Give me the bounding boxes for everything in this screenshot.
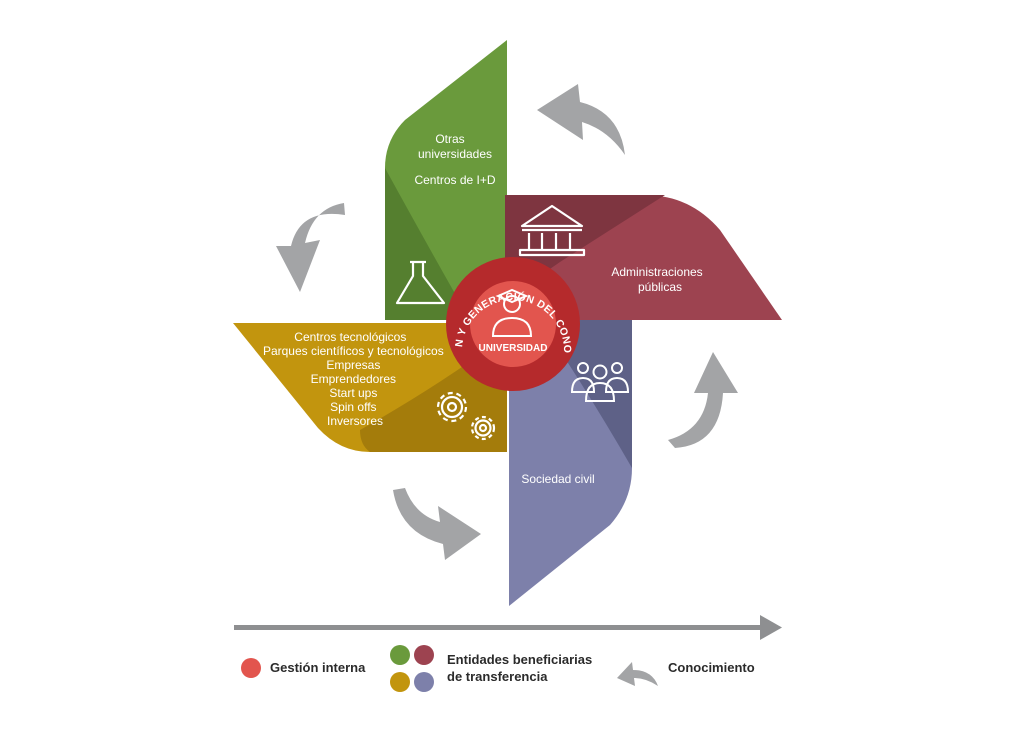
legend-swatch-green xyxy=(390,645,410,665)
institution-icon xyxy=(518,204,586,257)
blade-gold-text: Centros tecnológicos Parques científicos… xyxy=(263,330,447,428)
blade-green-line1: Otras xyxy=(435,132,464,146)
hub-label: UNIVERSIDAD xyxy=(479,343,548,354)
legend-entities-line1: Entidades beneficiarias xyxy=(447,652,592,667)
people-icon xyxy=(570,362,630,402)
legend-internal-swatch xyxy=(241,658,261,678)
hub-inner-circle xyxy=(470,281,556,367)
cycle-arrows xyxy=(276,84,738,560)
legend-swatch-gold xyxy=(390,672,410,692)
arrow-left-icon xyxy=(276,203,345,292)
blade-gold-line4: Emprendedores xyxy=(311,372,396,386)
legend-entities-line2: de transferencia xyxy=(447,669,548,684)
blade-maroon-shade xyxy=(505,195,665,300)
blade-gold-line3: Empresas xyxy=(326,358,380,372)
blade-green: Otras universidades Centros de I+D xyxy=(385,40,507,320)
timeline-arrow xyxy=(234,615,782,640)
legend-swatch-maroon xyxy=(414,645,434,665)
legend: Gestión interna Entidades beneficiarias … xyxy=(241,645,755,692)
blade-gold-line2: Parques científicos y tecnológicos xyxy=(263,344,444,358)
gears-icon xyxy=(436,391,496,441)
blade-purple-line1: Sociedad civil xyxy=(521,472,594,486)
arrow-right-icon xyxy=(668,352,738,448)
legend-internal-label: Gestión interna xyxy=(270,660,366,675)
blade-green-line2: universidades xyxy=(418,147,492,161)
blade-purple-shade xyxy=(540,320,632,468)
arrow-top-icon xyxy=(537,84,625,155)
graduate-icon xyxy=(491,288,533,337)
timeline-arrowhead-icon xyxy=(760,615,782,640)
blade-gold-line6: Spin offs xyxy=(330,400,376,414)
blade-purple: Sociedad civil xyxy=(509,320,632,606)
legend-swatch-purple xyxy=(414,672,434,692)
flask-icon xyxy=(395,260,446,305)
timeline-line xyxy=(234,625,764,630)
arrow-bottom-icon xyxy=(393,488,481,560)
blade-maroon-line1: Administraciones xyxy=(611,265,702,279)
blade-gold-line5: Start ups xyxy=(329,386,377,400)
legend-knowledge-arrow-icon xyxy=(617,662,658,686)
blade-maroon-line2: públicas xyxy=(638,280,682,294)
blade-maroon: Administraciones públicas xyxy=(505,195,782,320)
blade-gold-line1: Centros tecnológicos xyxy=(294,330,406,344)
blade-gold-line7: Inversores xyxy=(327,414,383,428)
blade-green-shade xyxy=(385,168,470,320)
blade-green-line3: Centros de I+D xyxy=(414,173,495,187)
legend-knowledge-label: Conocimiento xyxy=(668,660,755,675)
